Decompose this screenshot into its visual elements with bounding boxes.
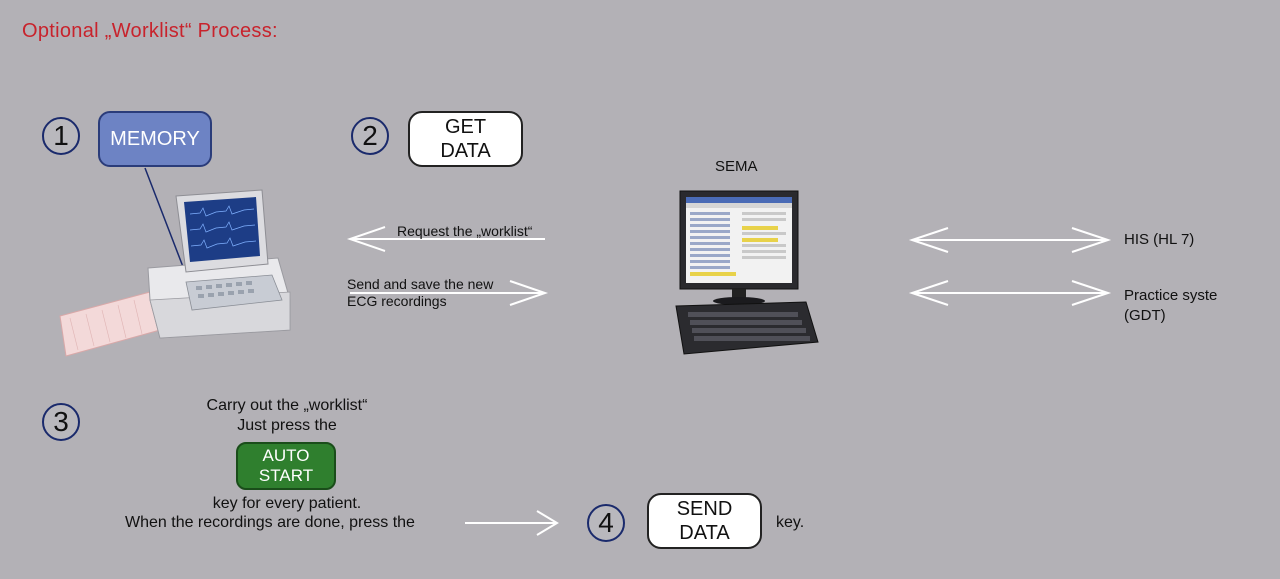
step3-to-step4-arrow [465, 510, 559, 536]
step-4-circle: 4 [587, 504, 625, 542]
practice-system-label-line1: Practice syste [1124, 287, 1218, 304]
diagram-title: Optional „Worklist“ Process: [22, 20, 278, 42]
his-label: HIS (HL 7) [1124, 231, 1195, 248]
step-3-circle: 3 [42, 403, 80, 441]
step3-text-line1: Carry out the „worklist“ [206, 397, 368, 414]
step3-text-line2: Just press the [237, 417, 337, 434]
sema-label: SEMA [715, 158, 758, 175]
get-data-key-line1: GET [444, 116, 487, 138]
practice-double-arrow [908, 280, 1112, 306]
step3-text-line3: key for every patient. [212, 495, 362, 512]
step3-text-line4: When the recordings are done, press the [125, 514, 415, 531]
memory-key: MEMORY [98, 111, 212, 167]
get-data-key-line2: DATA [440, 140, 491, 162]
ecg-device-screen [184, 197, 260, 262]
request-arrow [346, 226, 545, 252]
send-save-label-line1: Send and save the new [347, 276, 494, 292]
auto-start-key-line1: AUTO [262, 445, 310, 465]
send-data-key-line1: SEND [676, 498, 733, 520]
step4-key-suffix: key. [776, 514, 805, 531]
practice-system-label-line2: (GDT) [1124, 307, 1166, 324]
step-2-circle: 2 [351, 117, 389, 155]
step-1-circle: 1 [42, 117, 80, 155]
auto-start-key-line2: START [258, 466, 314, 485]
send-save-label-line2: ECG recordings [347, 293, 447, 309]
send-arrow [350, 280, 549, 306]
send-data-key-line2: DATA [679, 522, 730, 544]
his-double-arrow [908, 227, 1112, 253]
request-worklist-label: Request the „worklist“ [397, 223, 533, 239]
